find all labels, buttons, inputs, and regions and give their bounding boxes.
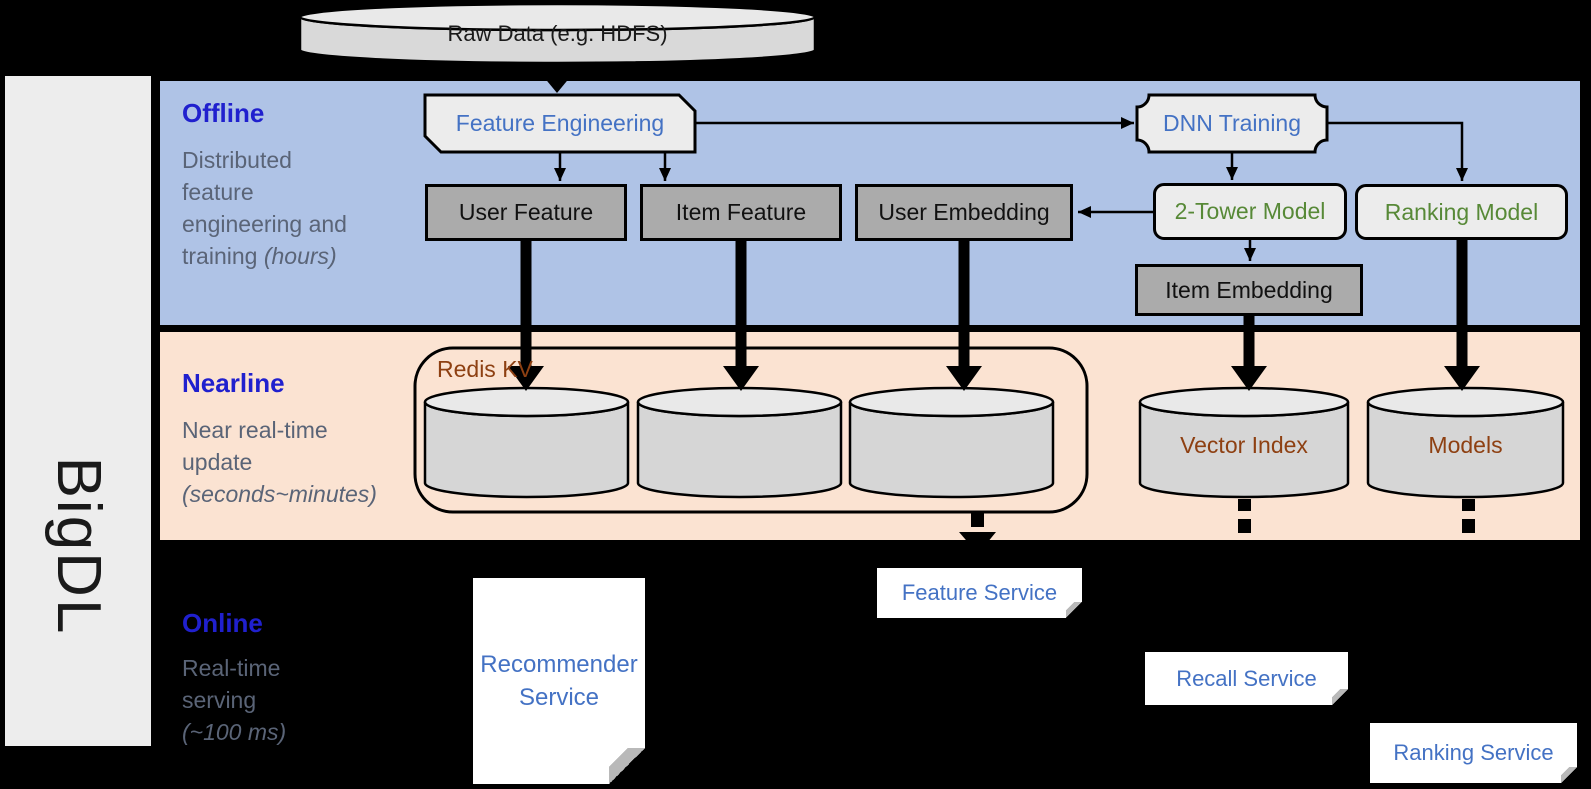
dnn-training-shape xyxy=(1135,93,1329,154)
feature-engineering-shape xyxy=(423,93,697,154)
nearline-band-description: Near real-time update (seconds~minutes) xyxy=(182,417,377,507)
vector-index-cylinder xyxy=(1138,386,1350,499)
feature-service-node: Feature Service xyxy=(877,568,1082,618)
arrow-item-embedding-to-vector-index xyxy=(1231,316,1267,391)
models-cylinder xyxy=(1366,386,1565,499)
page-curl-icon xyxy=(1066,602,1082,618)
online-band-description: Real-time serving (~100 ms) xyxy=(182,655,287,745)
recommender-service-node: Recommender Service xyxy=(473,578,645,784)
arrow-dnn-to-ranking-model xyxy=(1327,121,1468,181)
raw-data-cylinder xyxy=(298,2,817,65)
dashed-arrow-redis-to-feature-service xyxy=(959,512,996,554)
item-embedding-node: Item Embedding xyxy=(1135,264,1363,316)
redis-kv-label: Redis KV xyxy=(437,356,533,382)
two-tower-model-node: 2-Tower Model xyxy=(1153,183,1347,240)
arrow-rawdata-to-fe xyxy=(543,62,571,93)
redis-kv-container xyxy=(413,346,1089,514)
page-curl-icon xyxy=(1332,689,1348,705)
arrow-item-feature-to-redis xyxy=(723,241,759,391)
feature-engineering-node: Feature Engineering xyxy=(455,110,665,136)
nearline-band-label: Nearline xyxy=(182,368,285,398)
page-curl-icon xyxy=(609,748,645,784)
user-feature-node: User Feature xyxy=(425,184,627,241)
user-embedding-node: User Embedding xyxy=(855,184,1073,241)
vector-index-label: Vector Index xyxy=(1180,431,1308,458)
redis-cylinder-2 xyxy=(636,386,843,499)
ranking-service-node: Ranking Service xyxy=(1370,723,1577,783)
arrow-user-embedding-to-redis xyxy=(946,241,982,391)
redis-cylinder-1 xyxy=(423,386,630,499)
raw-data-label: Raw Data (e.g. HDFS) xyxy=(447,21,668,46)
recall-service-node: Recall Service xyxy=(1145,652,1348,705)
dashed-arrow-vector-index-to-recall-service xyxy=(1238,499,1251,533)
bigdl-brand-label: BigDL xyxy=(44,456,113,636)
arrow-ranking-model-to-models xyxy=(1444,240,1480,391)
item-feature-node: Item Feature xyxy=(640,184,842,241)
online-band-label: Online xyxy=(182,608,263,638)
models-label: Models xyxy=(1428,431,1503,458)
dashed-arrow-models-to-ranking-service xyxy=(1462,499,1475,533)
offline-band-description: Distributed feature engineering and trai… xyxy=(182,147,347,269)
offline-band-label: Offline xyxy=(182,98,265,128)
redis-cylinder-3 xyxy=(848,386,1055,499)
dnn-training-node: DNN Training xyxy=(1162,110,1302,136)
bigdl-sidebar xyxy=(5,76,151,746)
ranking-model-node: Ranking Model xyxy=(1355,184,1568,240)
page-curl-icon xyxy=(1561,767,1577,783)
arrow-user-feature-to-redis xyxy=(508,241,544,391)
